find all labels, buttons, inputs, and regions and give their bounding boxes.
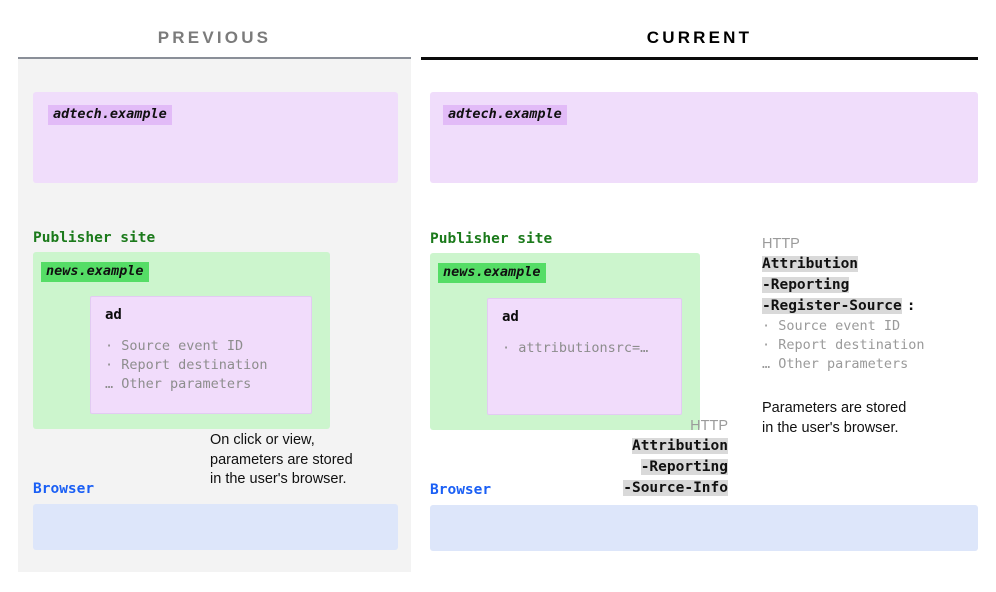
ad-card-params: · attributionsrc=… (502, 340, 649, 356)
http-response-line-3-text: -Register-Source (762, 298, 902, 314)
chip-news-previous: news.example (41, 262, 149, 282)
http-request-line-2: -Reporting (558, 457, 728, 478)
ad-card-current: ad · attributionsrc=… (487, 298, 682, 415)
http-response-line-3: -Register-Source: (762, 296, 972, 317)
ad-card-title: ad (105, 307, 122, 323)
zone-browser-previous (33, 504, 398, 550)
http-request-line-1-text: Attribution (631, 438, 728, 454)
http-request-line-1: Attribution (558, 436, 728, 457)
ad-card-previous: ad · Source event ID · Report destinatio… (90, 296, 312, 414)
http-response-line-2: -Reporting (762, 275, 972, 296)
chip-news-current: news.example (438, 263, 546, 283)
http-response-kicker: HTTP (762, 236, 800, 252)
http-response-line-1: Attribution (762, 254, 972, 275)
label-publisher-current: Publisher site (430, 231, 553, 247)
label-browser-current: Browser (430, 482, 492, 498)
http-response-headers: HTTP Attribution -Reporting -Register-So… (762, 234, 972, 374)
note-click-or-view: On click or view, parameters are stored … (210, 432, 353, 487)
panel-previous: adtech.example Publisher site news.examp… (18, 57, 411, 572)
http-response-params: · Source event ID · Report destination …… (762, 318, 925, 372)
panel-title-current: CURRENT (646, 28, 753, 47)
http-response-line-1-text: Attribution (762, 256, 859, 272)
chip-adtech-previous: adtech.example (48, 105, 172, 125)
panel-current: adtech.example Publisher site news.examp… (421, 57, 978, 572)
zone-browser-current (430, 505, 978, 551)
note-parameters-stored: Parameters are stored in the user's brow… (762, 400, 907, 436)
ad-card-title: ad (502, 309, 519, 325)
label-browser-previous: Browser (33, 481, 95, 497)
ad-card-params: · Source event ID · Report destination …… (105, 338, 268, 392)
http-response-line-2-text: -Reporting (762, 277, 850, 293)
http-request-kicker: HTTP (690, 418, 728, 434)
panel-title-previous: PREVIOUS (157, 28, 272, 47)
http-request-line-3: -Source-Info (558, 478, 728, 499)
http-request-headers: HTTP Attribution -Reporting -Source-Info (558, 416, 728, 499)
http-request-line-2-text: -Reporting (640, 459, 728, 475)
label-publisher-previous: Publisher site (33, 230, 156, 246)
http-response-colon: : (906, 298, 916, 314)
chip-adtech-current: adtech.example (443, 105, 567, 125)
http-request-line-3-text: -Source-Info (623, 480, 728, 496)
